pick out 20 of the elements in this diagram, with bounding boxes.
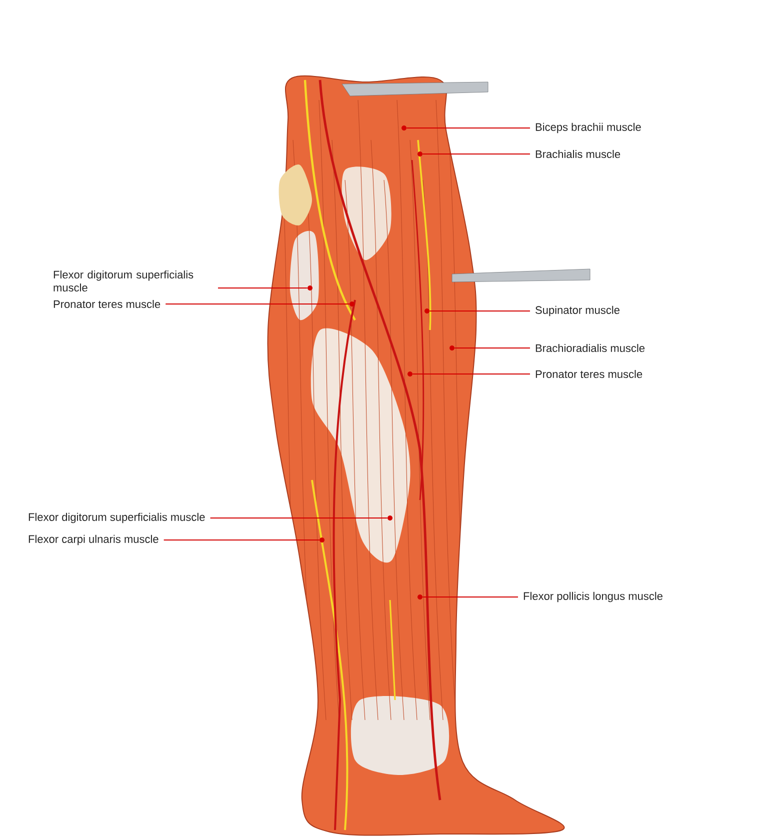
- label-text: Pronator teres muscle: [536, 370, 642, 378]
- label-text: Brachioradialis muscle: [536, 344, 645, 352]
- leader-line: [412, 373, 530, 375]
- leader-line: [430, 310, 530, 312]
- label-text: Brachialis muscle: [536, 150, 620, 158]
- leader-line: [210, 517, 388, 519]
- label-text: Flexor digitorum superficialis muscle: [28, 512, 205, 524]
- label-text: Flexor digitorum superficialis muscle: [54, 270, 194, 292]
- leader-line: [164, 539, 320, 541]
- leader-line: [422, 596, 518, 598]
- leader-line: [218, 287, 308, 289]
- label-text: Flexor carpi ulnaris muscle: [28, 534, 158, 546]
- label-text: Pronator teres muscle: [54, 300, 160, 308]
- label-text: Biceps brachii muscle: [536, 122, 641, 134]
- leader-line: [406, 127, 530, 129]
- leader-line: [422, 153, 530, 155]
- leader-line: [454, 347, 530, 349]
- label-text: Flexor pollicis longus muscle: [524, 592, 662, 602]
- leader-line: [166, 303, 350, 305]
- label-text: Supinator muscle: [536, 306, 620, 316]
